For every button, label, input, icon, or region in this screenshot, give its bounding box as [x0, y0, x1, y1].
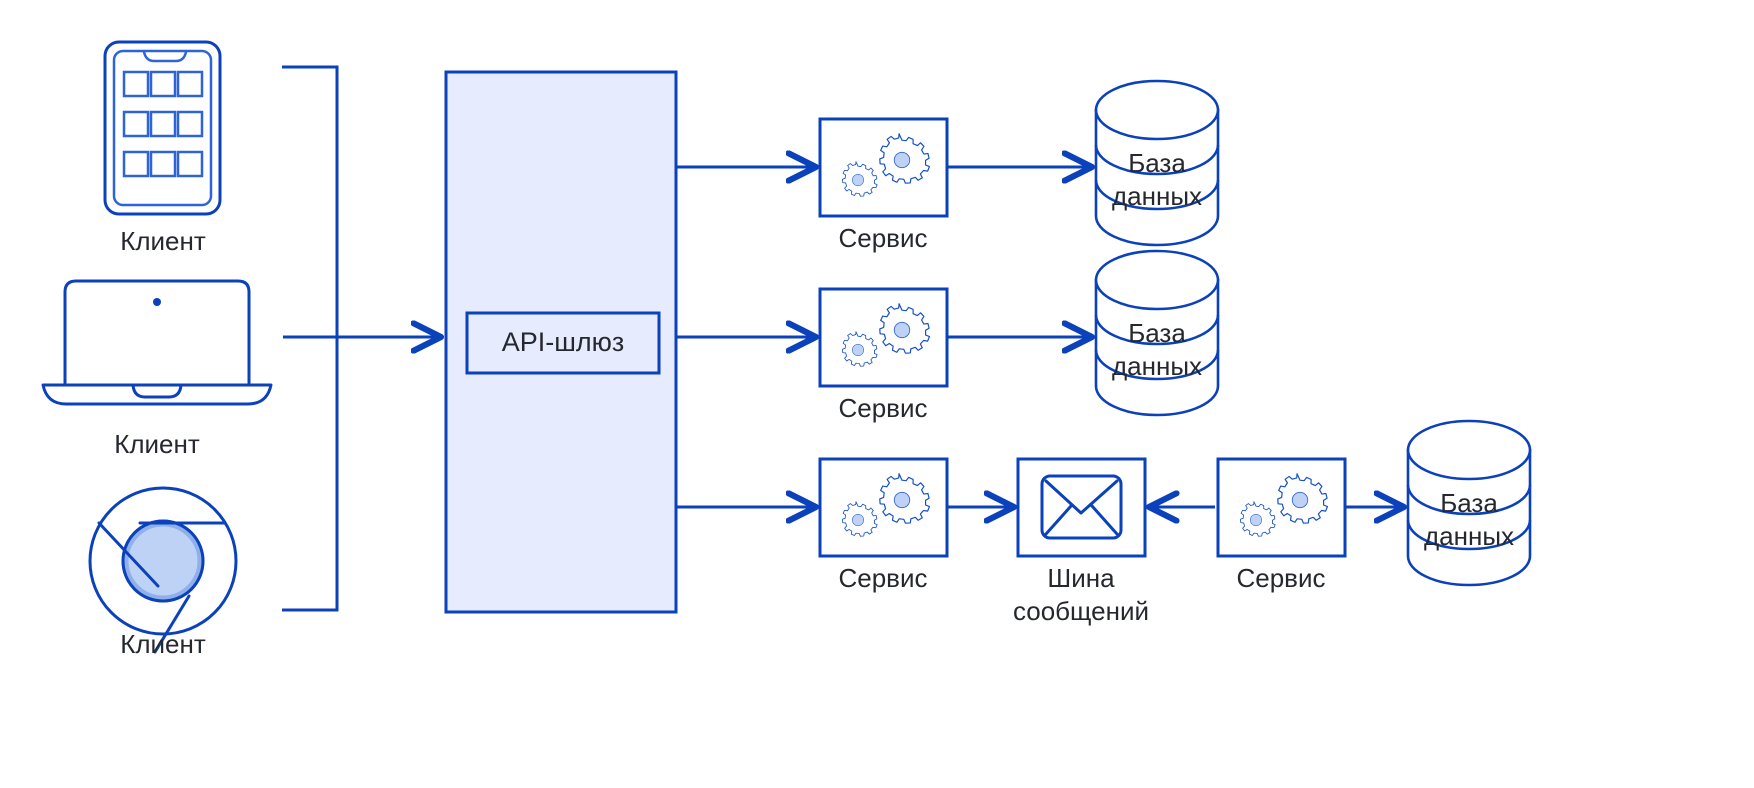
client-browser-label: Клиент [120, 629, 206, 659]
database-cylinder-icon [1094, 249, 1220, 417]
client-phone[interactable]: Клиент [103, 40, 222, 256]
mobile-phone-icon [103, 40, 222, 216]
database-cylinder-icon [1406, 419, 1532, 587]
service-2-label: Сервис [838, 393, 927, 423]
message-bus-label-line2: сообщений [1013, 596, 1149, 626]
client-laptop[interactable]: Клиент [41, 279, 273, 459]
gears-icon-small [842, 161, 878, 197]
gears-icon-small [842, 501, 878, 537]
gears-icon [879, 133, 931, 184]
service-2[interactable]: Сервис [818, 287, 949, 423]
database-1-label-line2: данных [1112, 181, 1202, 211]
database-3[interactable]: База данных [1406, 419, 1532, 587]
service-3[interactable]: Сервис [818, 457, 949, 593]
service-4-label: Сервис [1236, 563, 1325, 593]
gears-icon-small [1240, 501, 1276, 537]
database-2[interactable]: База данных [1094, 249, 1220, 417]
service-1[interactable]: Сервис [818, 117, 949, 253]
message-bus[interactable]: Шина сообщений [1013, 457, 1149, 626]
gears-icon [1277, 473, 1329, 524]
database-2-label-line2: данных [1112, 351, 1202, 381]
database-3-label-line1: База [1440, 488, 1498, 518]
service-3-label: Сервис [838, 563, 927, 593]
service-4[interactable]: Сервис [1216, 457, 1347, 593]
gears-icon-small [842, 331, 878, 367]
service-1-label: Сервис [838, 223, 927, 253]
message-bus-label-line1: Шина [1047, 563, 1115, 593]
database-1[interactable]: База данных [1094, 79, 1220, 247]
database-3-label-line2: данных [1424, 521, 1514, 551]
api-gateway-label: API-шлюз [502, 327, 625, 357]
browser-chrome-icon [88, 486, 238, 654]
client-browser[interactable]: Клиент [88, 486, 238, 659]
gears-icon [879, 303, 931, 354]
envelope-icon [1040, 474, 1123, 540]
api-gateway-zone[interactable]: API-шлюз [444, 70, 678, 614]
client-laptop-label: Клиент [114, 429, 200, 459]
database-cylinder-icon [1094, 79, 1220, 247]
laptop-icon [41, 279, 273, 406]
client-phone-label: Клиент [120, 226, 206, 256]
gears-icon [879, 473, 931, 524]
database-1-label-line1: База [1128, 148, 1186, 178]
database-2-label-line1: База [1128, 318, 1186, 348]
